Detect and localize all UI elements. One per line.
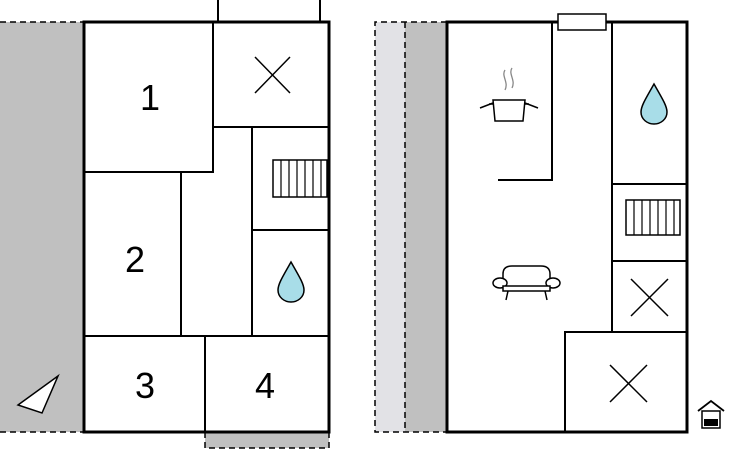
window [557,13,607,31]
wall-stairs [251,127,329,335]
stairs-icon [625,199,681,236]
house-icon [697,399,725,429]
terrace-area-left [0,22,84,432]
cross-icon [254,56,291,94]
water-drop-icon [277,260,305,303]
room-number-2: 2 [125,239,145,280]
wall-kitchen [498,22,553,181]
wall-right-column [611,22,687,332]
entrance-opening [217,0,321,22]
floor-left: 1 2 3 4 [0,0,331,449]
outer-wall-left [82,20,331,434]
stairs-icon [272,159,328,198]
cross-icon [630,278,669,317]
terrace-outline-left [0,21,84,433]
wall-bottom-row [84,335,329,432]
wall-bottom-right [564,331,687,432]
terrace-outline-right [374,21,447,433]
terrace-area-light [375,22,405,432]
room-number-3: 3 [135,365,155,406]
pot-icon [479,67,539,122]
sofa-icon [492,265,561,301]
arrow-icon [16,373,60,414]
cross-icon [609,364,648,403]
wall-room-1 [84,22,214,173]
terrace-area-right [405,22,447,432]
floor-right [374,13,725,434]
room-number-1: 1 [140,77,160,118]
water-drop-icon [640,82,668,125]
room-number-4: 4 [255,365,275,406]
terrace-area-bottom [205,432,329,448]
